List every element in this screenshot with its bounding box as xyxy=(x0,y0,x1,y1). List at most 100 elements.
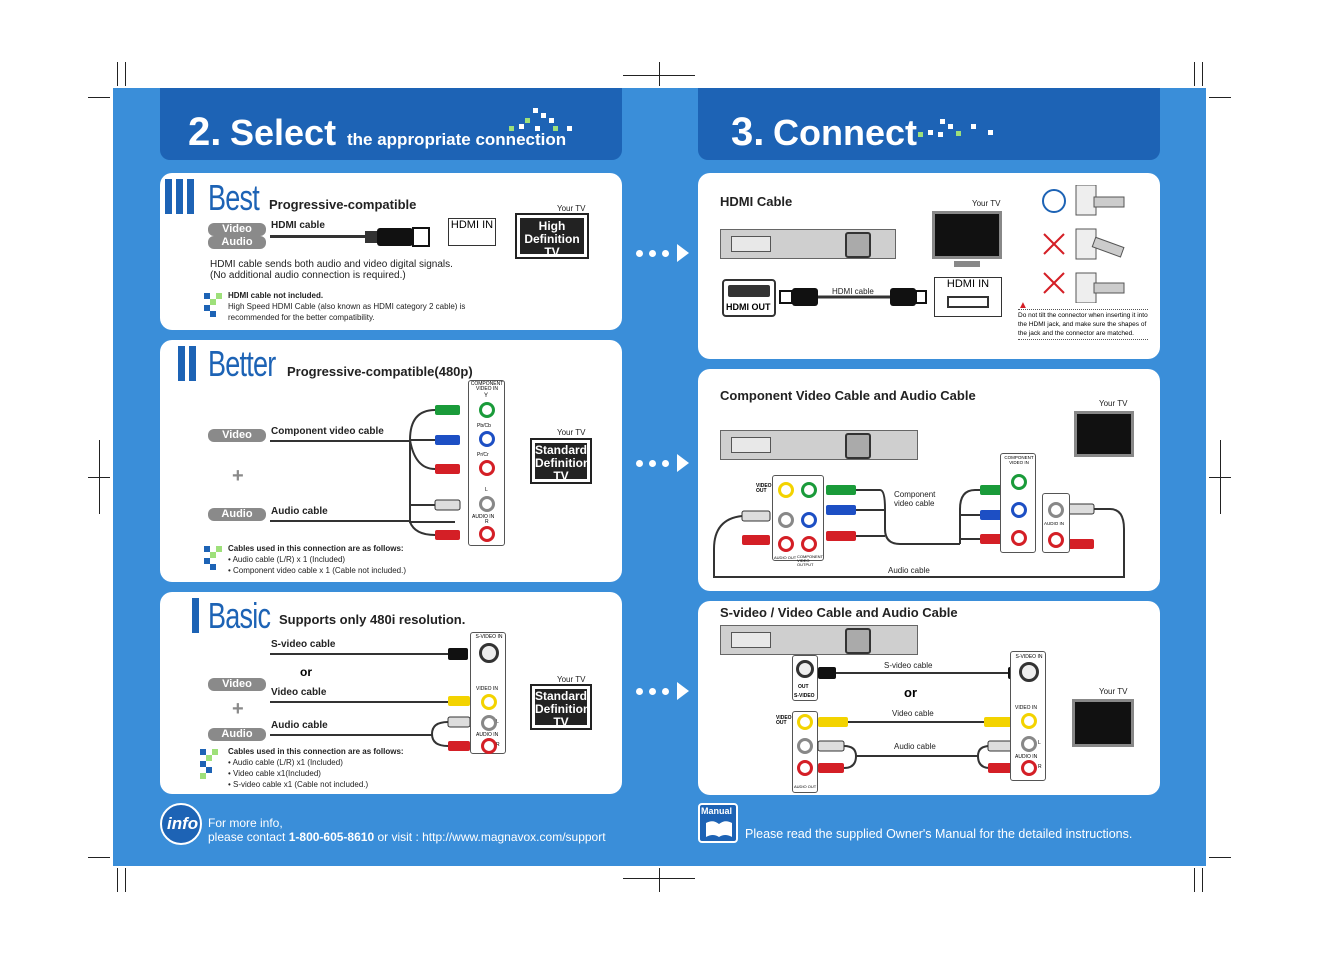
crop-mark xyxy=(125,62,126,86)
panel-title: Progressive-compatible(480p) xyxy=(287,364,473,379)
note-title: Cables used in this connection are as fo… xyxy=(228,544,404,553)
phone-link[interactable]: 1-800-605-8610 xyxy=(288,830,375,844)
video-jack xyxy=(1021,713,1037,729)
cable-label: Audio cable xyxy=(894,742,936,751)
arrow-icon xyxy=(636,454,689,472)
grade-label: Best xyxy=(208,177,260,218)
audio-l-out-jack xyxy=(797,738,813,754)
pb-out-jack xyxy=(801,512,817,528)
crop-mark xyxy=(88,857,110,858)
note-text: • Audio cable (L/R) x1 (Included) xyxy=(228,758,343,767)
grade-label: Better xyxy=(208,343,276,384)
component-cables-icon xyxy=(409,405,461,540)
sd-tv: Standard Definition TV xyxy=(530,438,592,484)
audio-l-jack xyxy=(1021,736,1037,752)
video-out-label: VIDEO OUT xyxy=(756,483,772,494)
step-subtitle: the appropriate connection xyxy=(347,130,567,149)
tv-jack-panel: COMPONENT VIDEO IN xyxy=(1000,453,1036,553)
dvd-recorder-rear xyxy=(720,229,896,259)
info-icon: info xyxy=(160,803,202,845)
your-tv-label: Your TV xyxy=(1099,687,1128,696)
pb-jack xyxy=(1011,502,1027,518)
audio-pill: Audio xyxy=(208,508,266,521)
panel-title: HDMI Cable xyxy=(720,194,793,209)
audio-l-jack xyxy=(481,715,497,731)
tv-icon xyxy=(932,211,1002,259)
or-label: or xyxy=(904,685,917,700)
component-cables-icon xyxy=(713,485,1125,578)
crop-mark xyxy=(1209,857,1231,858)
crop-mark xyxy=(659,62,660,86)
hdmi-cable-icon xyxy=(779,288,927,306)
svideo-out-jack xyxy=(796,660,814,678)
note-text: • Audio cable (L/R) x 1 (Included) xyxy=(228,555,346,564)
your-tv-label: Your TV xyxy=(557,675,586,684)
note-text: • Video cable x1(Included) xyxy=(228,769,321,778)
your-tv-label: Your TV xyxy=(972,199,1001,208)
svideo-cables-icon xyxy=(817,667,1026,773)
step-number: 3. xyxy=(731,110,765,154)
cable-label: Audio cable xyxy=(271,506,328,517)
crop-mark xyxy=(88,97,110,98)
video-pill: Video xyxy=(208,223,266,236)
basic-cables-icon xyxy=(431,648,471,751)
crop-mark xyxy=(659,868,660,892)
cable-label: Component video cable xyxy=(271,426,384,437)
hdmi-in-port: HDMI IN xyxy=(448,218,496,246)
cable-label: HDMI cable xyxy=(832,287,874,296)
cable-line xyxy=(270,701,450,703)
cable-line xyxy=(270,520,410,522)
manual-text: Please read the supplied Owner's Manual … xyxy=(745,827,1133,841)
y-jack xyxy=(1011,474,1027,490)
select-header: 2. Select the appropriate connection xyxy=(160,88,622,160)
cable-label: HDMI cable xyxy=(271,220,325,231)
svideo-jack xyxy=(1019,662,1039,682)
your-tv-label: Your TV xyxy=(1099,399,1128,408)
player-jack-panel: AUDIO OUT COMPONENT VIDEO OUTPUT xyxy=(772,475,824,567)
audio-r-jack xyxy=(1048,532,1064,548)
y-out-jack xyxy=(801,482,817,498)
arrow-icon xyxy=(636,682,689,700)
tv-audio-jack-panel: AUDIO IN xyxy=(1042,493,1070,553)
tv-stand xyxy=(954,261,980,267)
crop-mark xyxy=(1209,97,1231,98)
svideo-connect-panel: S-video / Video Cable and Audio Cable OU… xyxy=(698,601,1160,795)
svideo-jack xyxy=(479,643,499,663)
video-out-jack xyxy=(778,482,794,498)
grade-bars-icon xyxy=(178,346,196,381)
note-text: High Speed HDMI Cable (also known as HDM… xyxy=(228,302,466,311)
plus-icon: + xyxy=(232,465,244,487)
your-tv-label: Your TV xyxy=(557,428,586,437)
tv-icon xyxy=(1072,699,1134,747)
pb-jack xyxy=(479,431,495,447)
hdmi-description-2: (No additional audio connection is requi… xyxy=(210,270,406,281)
connect-header: 3. Connect xyxy=(698,88,1160,160)
hdmi-connect-panel: HDMI Cable HDMI OUT HDMI cable HDMI IN Y… xyxy=(698,173,1160,359)
video-pill: Video xyxy=(208,429,266,442)
your-tv-label: Your TV xyxy=(557,204,586,213)
warning-icon: ▲ xyxy=(1018,300,1028,311)
note-title: Cables used in this connection are as fo… xyxy=(228,747,404,756)
cable-label: video cable xyxy=(894,499,935,508)
grade-bars-icon xyxy=(192,598,199,633)
video-pill: Video xyxy=(208,678,266,691)
cable-line xyxy=(270,440,410,442)
crop-mark xyxy=(1202,868,1203,892)
arrow-icon xyxy=(636,244,689,262)
tv-jack-panel: S-VIDEO IN VIDEO IN L AUDIO IN R xyxy=(1010,651,1046,781)
cable-label: Audio cable xyxy=(271,720,328,731)
audio-r-out-jack xyxy=(778,536,794,552)
panel-title: S-video / Video Cable and Audio Cable xyxy=(720,605,958,620)
hdmi-in-port: HDMI IN xyxy=(934,277,1002,317)
crop-mark xyxy=(99,440,100,514)
cable-label: S-video cable xyxy=(271,639,336,650)
player-jack-panel: AUDIO OUT xyxy=(792,711,818,793)
crop-mark xyxy=(125,868,126,892)
manual-icon: Manual xyxy=(698,803,738,843)
crop-mark xyxy=(1220,440,1221,514)
note-title: HDMI cable not included. xyxy=(228,291,324,300)
dvd-recorder-rear xyxy=(720,625,918,655)
cable-line xyxy=(270,653,450,655)
better-panel: Better Progressive-compatible(480p) Vide… xyxy=(160,340,622,582)
crop-mark xyxy=(1194,62,1195,86)
